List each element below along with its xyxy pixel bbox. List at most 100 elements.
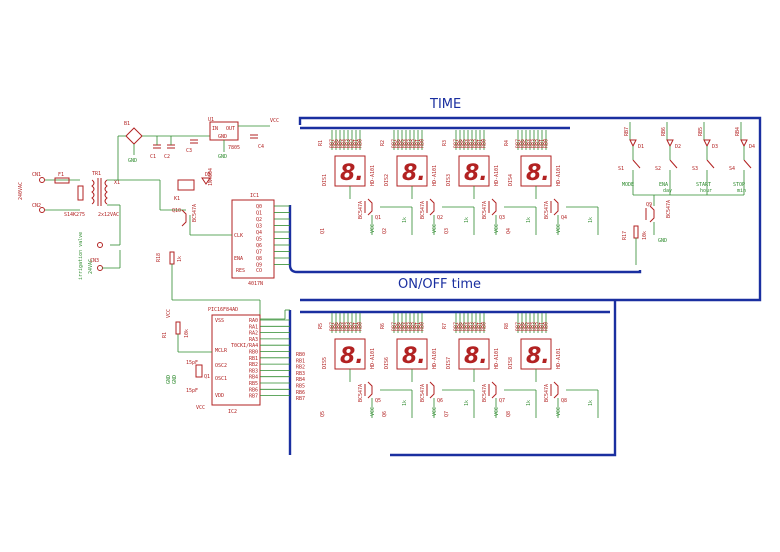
varistor — [77, 185, 84, 201]
segment-pin-label: RB7 — [392, 139, 398, 148]
mcu-pin-left: VSS — [215, 318, 224, 324]
mcu-bus-label: RB4 — [296, 377, 305, 383]
reset-resistor — [175, 321, 181, 335]
segment-pin-label: RB7 — [392, 322, 398, 331]
mains-terminal-2[interactable] — [39, 207, 45, 213]
counter-transistor: Q10 — [172, 208, 181, 214]
mcu-bus-label: RB2 — [296, 365, 305, 371]
switch-name: S3 — [692, 166, 698, 172]
mcu-pin-right: RA1 — [249, 324, 258, 330]
switch-rb-label: RB7 — [624, 127, 630, 136]
mcu-bus-label: RB3 — [296, 371, 305, 377]
segment-pin-label: RB3 — [346, 139, 352, 148]
segment-pin-label: RB2 — [474, 139, 480, 148]
segment-pin-label: RB0 — [544, 322, 550, 331]
display-name: DIS3 — [446, 174, 452, 186]
switch-label: STOP — [733, 182, 745, 188]
display-transistor — [429, 381, 435, 399]
onoff-title: ON/OFF time — [398, 277, 481, 292]
relay-label: K1 — [174, 196, 180, 202]
segment-pin-label: RB4 — [342, 139, 348, 148]
segment-pin-label: RB2 — [350, 139, 356, 148]
driver-gnd: GND — [658, 238, 667, 244]
led-label: D3 — [712, 144, 718, 150]
resistor-value: 1k — [402, 217, 408, 223]
mains-terminal-1[interactable] — [39, 177, 45, 183]
counter-resistor — [169, 251, 175, 265]
fuse-label: F1 — [58, 172, 64, 178]
resistor-name: R8 — [504, 323, 510, 329]
switch-name: S2 — [655, 166, 661, 172]
segment-pin-label: RB5 — [400, 322, 406, 331]
resistor-name: R7 — [442, 323, 448, 329]
valve-voltage: 24VAC — [88, 259, 94, 274]
counter-output-label: Q4 — [256, 230, 262, 236]
transistor-part: BC547A — [420, 201, 426, 219]
segment-pin-label: RB3 — [408, 322, 414, 331]
display-vcc-label: VCC — [432, 224, 438, 233]
counter-output-label: Q6 — [256, 243, 262, 249]
mcu-bus-label: RB0 — [296, 352, 305, 358]
bus-tap-label: Q2 — [382, 228, 388, 234]
diode-bridge — [125, 127, 143, 145]
mcu-pin-right: RB6 — [249, 387, 258, 393]
cap-c2: C2 — [164, 154, 170, 160]
bus-tap-label: Q7 — [444, 411, 450, 417]
reset-res-value: 10k — [184, 329, 190, 338]
segment-pin-label: RB5 — [400, 139, 406, 148]
display-vcc-label: VCC — [432, 407, 438, 416]
valve-terminal-1[interactable] — [97, 242, 103, 248]
crystal-name: Q1 — [204, 374, 210, 380]
mcu-pin-right: RB7 — [249, 394, 258, 400]
segment-pin-label: RB1 — [540, 322, 546, 331]
display-digit: 8. — [526, 161, 550, 186]
resistor-name: R5 — [318, 323, 324, 329]
reg-out: OUT — [226, 126, 235, 132]
mcu-vcc-top: VCC — [166, 309, 172, 318]
mcu-bus-label: RB5 — [296, 384, 305, 390]
counter-res-name: R18 — [156, 253, 162, 262]
valve-terminal-2[interactable] — [97, 265, 103, 271]
driver-transistor: Q9 — [646, 202, 652, 208]
transistor-label: Q1 — [375, 215, 381, 221]
switch-sublabel: hour — [700, 188, 712, 194]
display-transistor — [367, 381, 373, 399]
mcu-bus-label: RB1 — [296, 358, 305, 364]
segment-pin-label: RB5 — [524, 139, 530, 148]
segment-pin-label: RB0 — [482, 139, 488, 148]
display-digit: 8. — [402, 344, 426, 369]
segment-pin-label: RB7 — [454, 139, 460, 148]
mcu-pin-right: RB4 — [249, 375, 258, 381]
resistor-name: R6 — [380, 323, 386, 329]
bus-tap-label: Q3 — [444, 228, 450, 234]
connector-label-2: CN2 — [32, 203, 41, 209]
reg-in: IN — [212, 126, 218, 132]
display-vcc-label: VCC — [494, 224, 500, 233]
display-name: DIS1 — [322, 174, 328, 186]
bus-tap-label: Q1 — [320, 228, 326, 234]
connector-label-3: CN3 — [90, 258, 99, 264]
switch-label: ENA — [659, 182, 668, 188]
display-vcc-label: VCC — [370, 224, 376, 233]
display-transistor — [553, 198, 559, 216]
segment-pin-label: RB2 — [536, 322, 542, 331]
resistor-value: 1k — [588, 400, 594, 406]
led-label: D4 — [749, 144, 755, 150]
segment-pin-label: RB1 — [354, 322, 360, 331]
segment-pin-label: RB4 — [404, 139, 410, 148]
display-vcc-label: VCC — [556, 224, 562, 233]
mcu-pin-right: RB2 — [249, 362, 258, 368]
transistor-part: BC547A — [482, 201, 488, 219]
mcu-pin-right: RA2 — [249, 331, 258, 337]
driver-transistor-part: BC547A — [666, 200, 672, 218]
resistor-value: 1k — [526, 400, 532, 406]
